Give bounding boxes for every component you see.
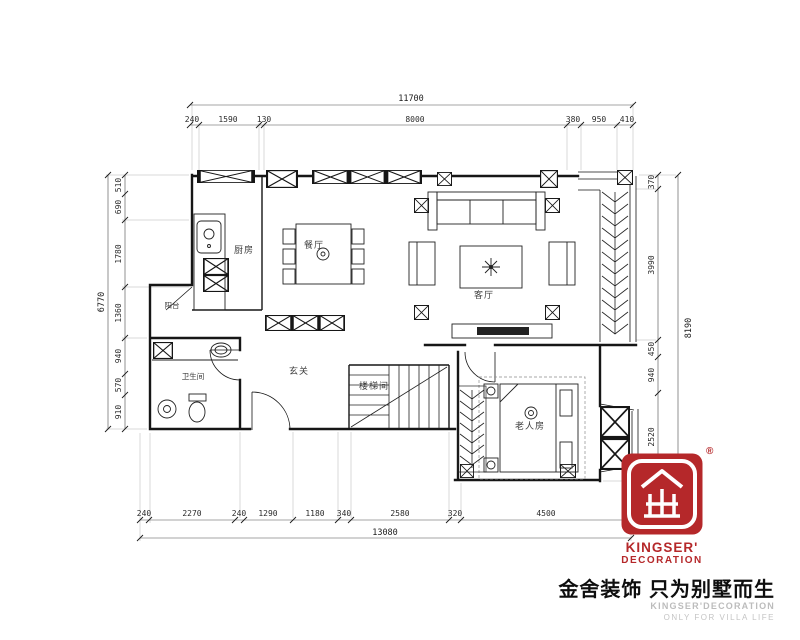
dim-top-5: 950 xyxy=(592,115,607,124)
brand-sub-english-2: ONLY FOR VILLA LIFE xyxy=(663,613,775,622)
dim-top-3: 8000 xyxy=(405,115,424,124)
dim-left-6: 910 xyxy=(114,405,123,420)
dim-left-2: 1780 xyxy=(114,244,123,263)
kitchen-fixtures xyxy=(193,213,226,311)
walls-outer xyxy=(148,173,638,483)
dim-left-5: 570 xyxy=(114,378,123,393)
brand-sub-english-1: KINGSER'DECORATION xyxy=(650,601,775,611)
bathroom-fixtures xyxy=(152,342,238,423)
brand-name-kingser: KINGSER' xyxy=(625,540,699,555)
dim-top-1: 1590 xyxy=(218,115,237,124)
dim-right-0: 370 xyxy=(647,175,656,190)
dim-right-2: 450 xyxy=(647,342,656,357)
room-label-living: 客厅 xyxy=(474,289,494,300)
room-label-foyer: 玄关 xyxy=(289,365,309,376)
dim-bottom-2: 240 xyxy=(232,509,247,518)
brand-slogan: 金舍装饰 只为别墅而生 xyxy=(558,579,775,601)
dim-bottom-7: 320 xyxy=(448,509,463,518)
room-labels: 厨房 餐厅 客厅 玄关 楼梯间 老人房 卫生间 阳台 xyxy=(165,239,545,431)
registered-mark: ® xyxy=(706,446,714,457)
room-label-kitchen: 厨房 xyxy=(234,244,254,255)
dim-right-total: 8190 xyxy=(684,318,694,338)
dimension-ticks xyxy=(104,101,682,542)
dim-left-total: 6770 xyxy=(97,292,107,312)
stairs xyxy=(349,365,448,429)
living-room-furniture xyxy=(408,191,576,339)
dim-left-4: 940 xyxy=(114,349,123,364)
dim-top-2: 130 xyxy=(257,115,272,124)
room-label-balcony: 阳台 xyxy=(165,300,180,310)
room-label-bathroom: 卫生间 xyxy=(182,371,205,381)
dimension-texts: 11700 240 1590 130 8000 380 950 410 1308… xyxy=(97,94,694,538)
elder-room-furniture xyxy=(478,376,586,480)
room-label-elder-room: 老人房 xyxy=(515,420,545,431)
dim-bottom-0: 240 xyxy=(137,509,152,518)
dim-bottom-1: 2270 xyxy=(182,509,201,518)
room-label-stairwell: 楼梯间 xyxy=(359,380,389,391)
dim-left-3: 1360 xyxy=(114,303,123,322)
extension-lines xyxy=(106,103,676,541)
walls-inner xyxy=(192,175,450,430)
doors xyxy=(165,286,496,431)
dim-bottom-4: 1180 xyxy=(305,509,324,518)
dim-top-6: 410 xyxy=(620,115,635,124)
dim-bottom-6: 2580 xyxy=(390,509,409,518)
dim-top-total: 11700 xyxy=(398,94,424,104)
dim-bottom-3: 1290 xyxy=(258,509,277,518)
dim-right-4: 2520 xyxy=(647,427,656,446)
dim-top-4: 380 xyxy=(566,115,581,124)
dim-right-3: 940 xyxy=(647,368,656,383)
dining-set xyxy=(282,223,365,285)
kingser-logo-mark xyxy=(621,453,703,535)
dim-left-1: 690 xyxy=(114,200,123,215)
kingser-logo: ® xyxy=(620,446,713,536)
logo-roof-icon xyxy=(640,469,684,489)
dim-left-0: 510 xyxy=(114,178,123,193)
room-label-dining: 餐厅 xyxy=(304,239,324,250)
dim-top-0: 240 xyxy=(185,115,200,124)
bay-plant-chevrons xyxy=(457,191,629,473)
dimension-lines xyxy=(107,104,679,539)
dim-bottom-5: 340 xyxy=(337,509,352,518)
dim-right-1: 3990 xyxy=(647,255,656,274)
dim-bottom-8: 4500 xyxy=(536,509,555,518)
logo-glyph-icon xyxy=(644,489,680,518)
brand-name-decoration: DECORATION xyxy=(621,555,703,566)
dim-bottom-total: 13080 xyxy=(372,528,398,538)
